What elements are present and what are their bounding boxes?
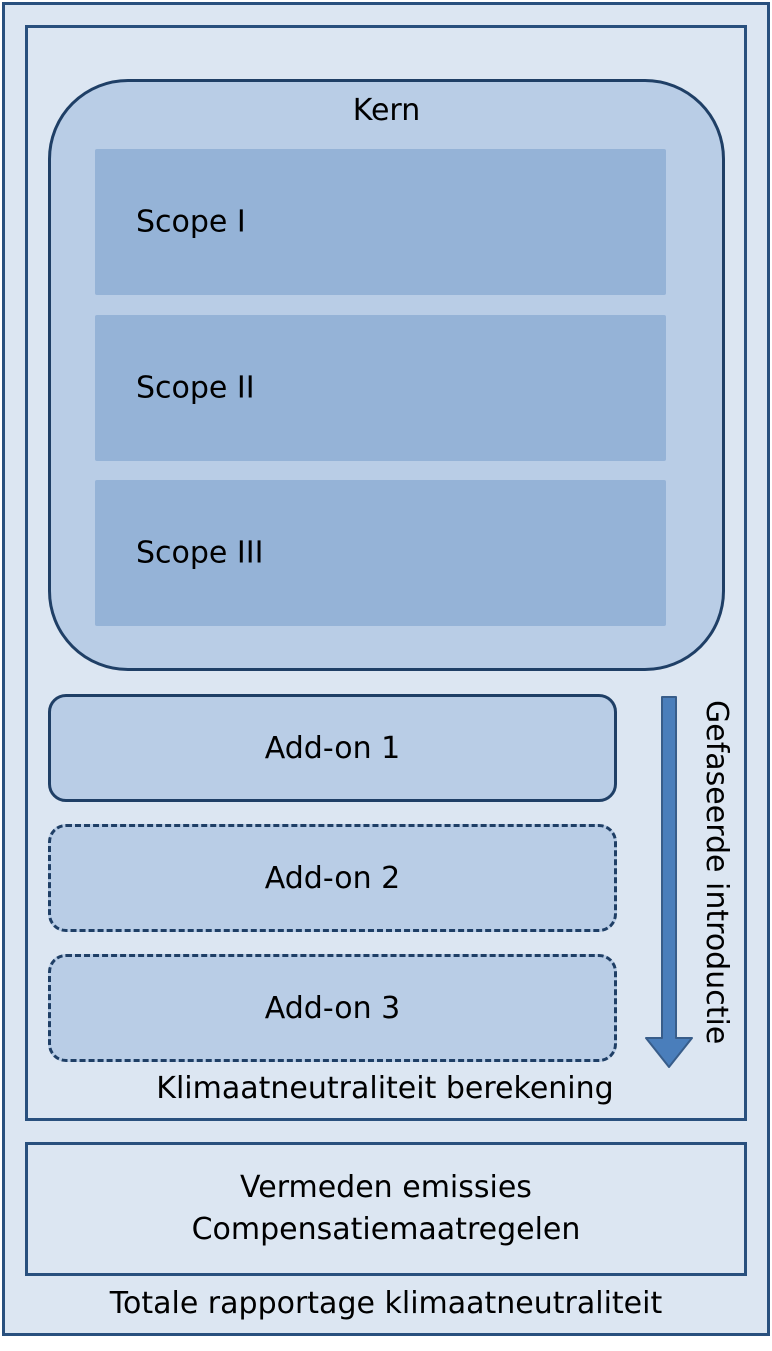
scope-label-3: Scope III: [136, 535, 264, 571]
scope-label-2: Scope II: [136, 370, 255, 406]
calculation-title: Klimaatneutraliteit berekening: [156, 1071, 614, 1106]
scope-box-1: Scope I: [95, 149, 666, 295]
extras-line-1: Vermeden emissies: [240, 1170, 532, 1205]
total-reporting-title: Totale rapportage klimaatneutraliteit: [109, 1286, 663, 1321]
addon-label-2: Add-on 2: [264, 860, 401, 896]
addon-label-3: Add-on 3: [264, 990, 401, 1026]
addon-box-1: Add-on 1: [48, 694, 617, 802]
down-arrow-icon: [645, 696, 693, 1068]
scope-box-3: Scope III: [95, 480, 666, 626]
scope-label-1: Scope I: [136, 204, 246, 240]
phased-introduction-label: Gefaseerde introductie: [699, 700, 734, 1045]
core-title: Kern: [352, 93, 421, 128]
extras-box: Vermeden emissies Compensatiemaatregelen: [25, 1142, 747, 1276]
extras-line-2: Compensatiemaatregelen: [191, 1212, 581, 1247]
addon-box-3: Add-on 3: [48, 954, 617, 1062]
addon-label-1: Add-on 1: [264, 730, 401, 766]
addon-box-2: Add-on 2: [48, 824, 617, 932]
scope-box-2: Scope II: [95, 315, 666, 461]
